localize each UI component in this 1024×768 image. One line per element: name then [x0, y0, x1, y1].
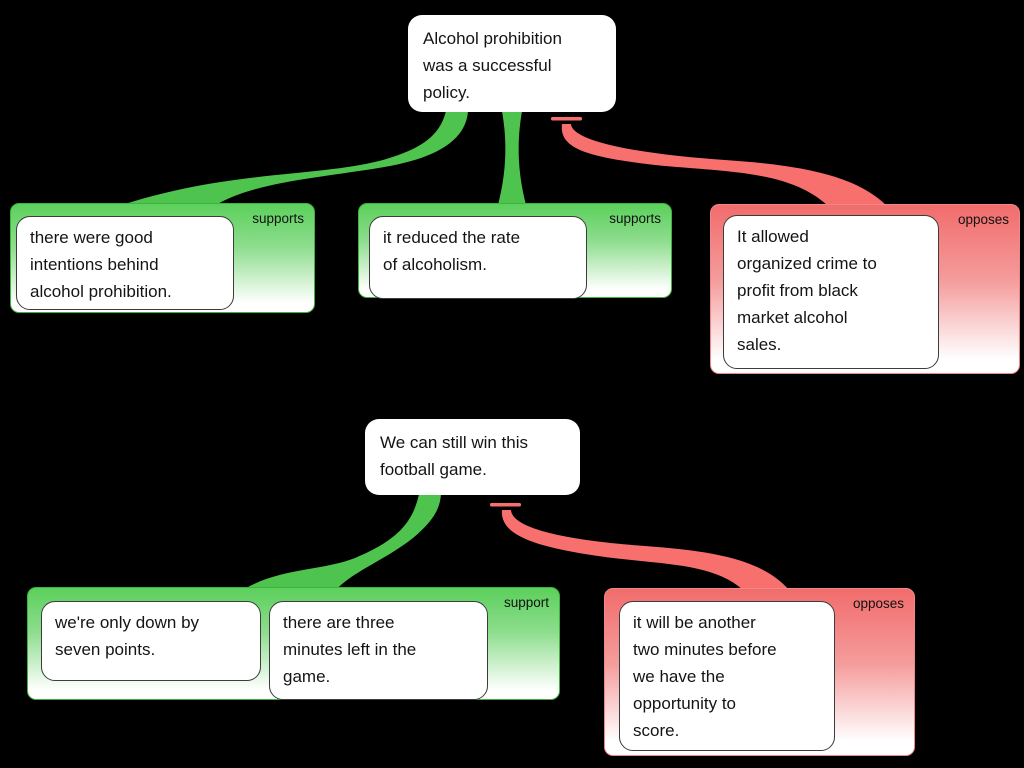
premise-box[interactable]: there are three minutes left in the game… — [269, 601, 488, 700]
edge-opposes-icon[interactable] — [501, 510, 789, 590]
relation-label: opposes — [852, 596, 904, 611]
premise-box[interactable]: we're only down by seven points. — [41, 601, 261, 681]
edge-supports-icon[interactable] — [498, 111, 526, 205]
relation-label: supports — [609, 211, 661, 226]
edge-opposes-icon[interactable] — [561, 124, 886, 205]
premise-box[interactable]: there were good intentions behind alcoho… — [16, 216, 234, 310]
argument-box-supports-2[interactable]: supports it reduced the rate of alcoholi… — [358, 203, 672, 299]
premise-box[interactable]: It allowed organized crime to profit fro… — [723, 215, 939, 369]
relation-label: supports — [252, 211, 304, 226]
claim-box-prohibition[interactable]: Alcohol prohibition was a successful pol… — [408, 15, 616, 112]
edge-supports-icon[interactable] — [243, 494, 441, 590]
argument-box-opposes-2[interactable]: opposes it will be another two minutes b… — [604, 588, 915, 756]
relation-label: support — [503, 595, 549, 610]
opposes-tbar-icon[interactable] — [551, 117, 582, 121]
premise-box[interactable]: it reduced the rate of alcoholism. — [369, 216, 587, 299]
edge-supports-icon[interactable] — [122, 111, 468, 205]
argument-box-supports-1[interactable]: supports there were good intentions behi… — [10, 203, 315, 313]
opposes-tbar-icon[interactable] — [490, 503, 521, 507]
argument-box-opposes-1[interactable]: opposes It allowed organized crime to pr… — [710, 204, 1020, 374]
relation-label: opposes — [957, 212, 1009, 227]
argument-box-support-linked[interactable]: support we're only down by seven points.… — [27, 587, 560, 700]
claim-box-football[interactable]: We can still win this football game. — [365, 419, 580, 495]
premise-box[interactable]: it will be another two minutes before we… — [619, 601, 835, 751]
